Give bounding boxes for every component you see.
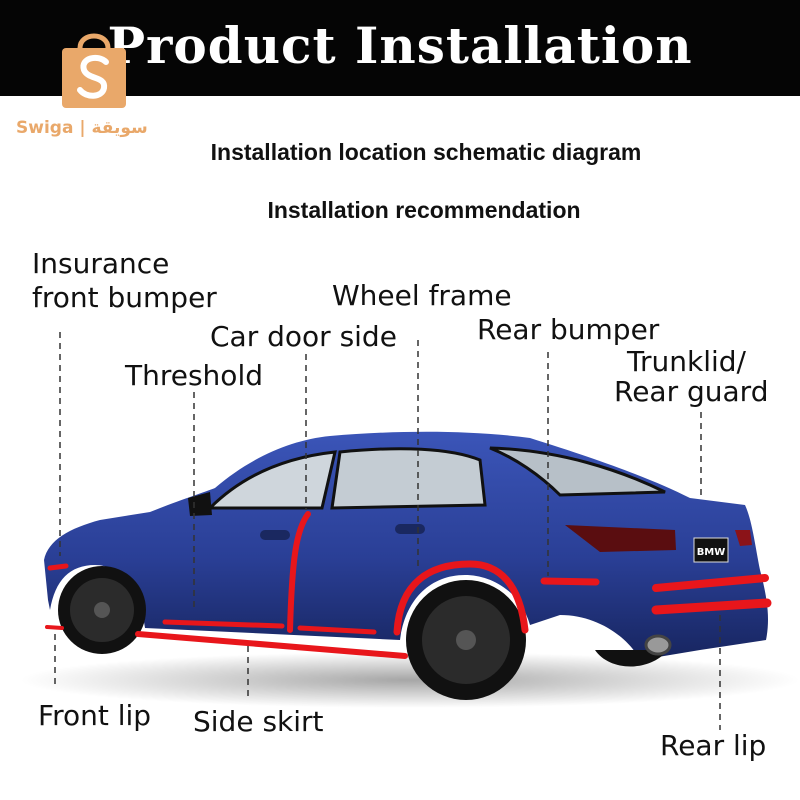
label-rear-bumper: Rear bumper [477, 313, 660, 346]
door-handle [395, 524, 425, 534]
strip-door-side [287, 511, 311, 633]
back-glass [489, 446, 666, 497]
strip-threshold [162, 619, 285, 629]
label-trunklid-line1: Trunklid/ [627, 345, 746, 378]
strip-side-skirt [135, 631, 408, 659]
label-rear-lip: Rear lip [660, 729, 767, 762]
label-trunklid-line2: Rear guard [614, 375, 769, 408]
label-front-bumper-line2: front bumper [32, 281, 217, 314]
exhaust-pipe [644, 634, 672, 656]
car-badge: BMW [697, 547, 726, 558]
tail-light [565, 525, 676, 552]
label-side-skirt: Side skirt [193, 705, 324, 738]
logo-text: Swiga | سويقة [16, 118, 148, 138]
strip-rear-bumper [652, 574, 769, 592]
strip-threshold [297, 625, 377, 635]
strip-front-bumper [47, 563, 69, 571]
label-wheel-frame: Wheel frame [332, 279, 512, 312]
front-wheel [58, 566, 146, 654]
strip-rear-bumper [540, 577, 600, 586]
front-window [206, 450, 337, 510]
strip-rear-lip [651, 598, 772, 615]
label-front-bumper-line1: Insurance [32, 247, 170, 280]
schematic-heading: Installation location schematic diagram [210, 139, 642, 165]
rear-wheel-far [595, 650, 668, 667]
rear-window [330, 447, 487, 510]
label-car-door-side: Car door side [210, 320, 397, 353]
license-plate [693, 537, 729, 563]
rear-wheel [406, 580, 526, 700]
shopping-bag-icon [62, 33, 126, 108]
title-banner: Product Installation [0, 0, 800, 96]
label-threshold: Threshold [125, 359, 263, 392]
label-front-lip: Front lip [38, 699, 152, 732]
strip-front-lip [45, 625, 64, 630]
strip-wheel-frame [393, 560, 529, 636]
door-handle [260, 530, 290, 540]
recommendation-heading: Installation recommendation [267, 197, 581, 223]
banner-title: Product Installation [107, 16, 693, 75]
side-mirror [188, 492, 212, 516]
car-shadow [20, 652, 800, 708]
brand-logo: Swiga | سويقة [8, 28, 178, 148]
tail-light [735, 530, 752, 546]
